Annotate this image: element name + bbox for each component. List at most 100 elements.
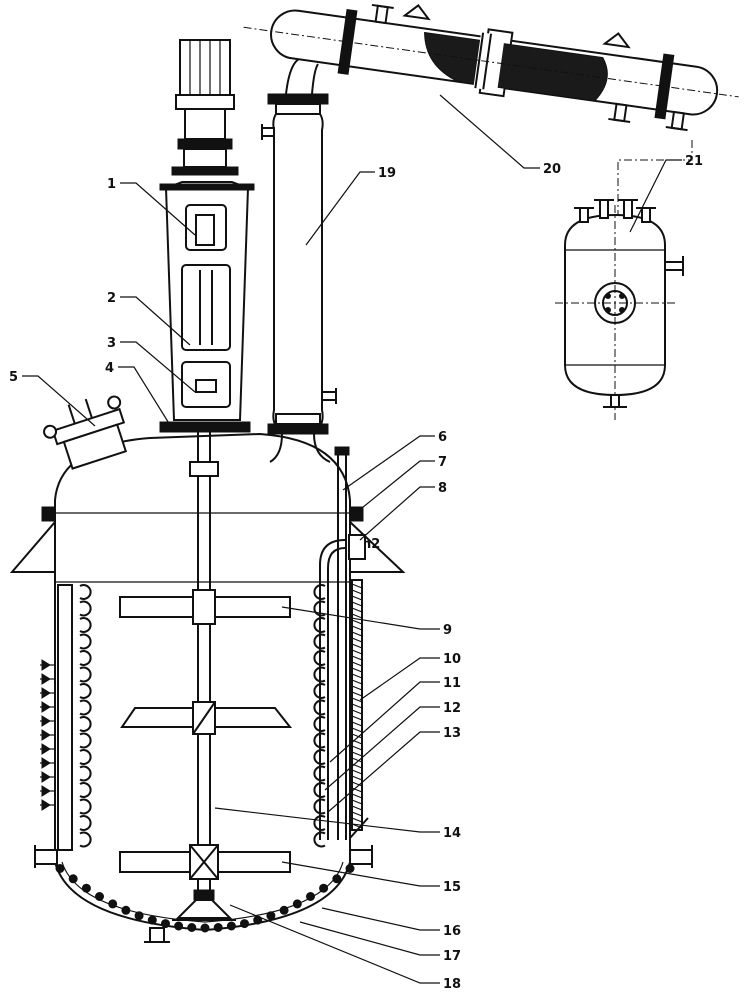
valve-icon — [41, 771, 51, 783]
part-label-16: 16 — [443, 924, 461, 939]
half-pipe-dot — [174, 921, 184, 931]
hatch-line — [351, 721, 363, 727]
part-label-20: 20 — [543, 162, 561, 177]
coil-turn — [313, 798, 326, 815]
part-label-17: 17 — [443, 949, 461, 964]
reflux-column — [261, 57, 337, 463]
hatch-line — [351, 643, 363, 649]
half-pipe-dot — [306, 892, 315, 901]
half-pipe-dot — [81, 883, 91, 893]
hatch-line — [351, 811, 363, 817]
valve-icon — [41, 715, 51, 727]
heating-coil-right — [313, 584, 326, 848]
part-label-10: 10 — [443, 652, 461, 667]
manhole — [43, 395, 128, 470]
half-pipe-dot — [187, 923, 197, 932]
valve-icon — [41, 673, 51, 685]
hatch-line — [351, 745, 363, 751]
half-pipe-dot — [226, 921, 236, 931]
hatch-line — [351, 697, 363, 703]
hatch-line — [351, 625, 363, 631]
hatch-line — [351, 709, 363, 715]
right-jacket-coils — [313, 446, 373, 868]
hatch-line — [351, 619, 363, 625]
part-label-11: 11 — [443, 676, 461, 691]
part-labels: 1 2 3 4 5 6 7 8 9 10 11 12 13 14 15 16 1… — [9, 154, 703, 992]
coil-turn — [79, 617, 92, 633]
part-label-9: 9 — [443, 623, 452, 638]
coil-turn — [79, 584, 92, 600]
half-pipe-dot — [332, 874, 342, 884]
coil-turn — [313, 650, 326, 666]
agitator — [119, 425, 293, 921]
left-jacket-coils — [34, 584, 92, 868]
valve-bank-left — [40, 659, 55, 811]
hatch-line — [351, 679, 363, 685]
label-n2: n2 — [362, 537, 380, 552]
valve-icon — [41, 729, 51, 741]
coil-turn — [79, 683, 92, 699]
coil-turn — [79, 716, 92, 732]
drive-assembly — [159, 39, 255, 433]
coil-turn — [313, 716, 326, 732]
coil-turn — [313, 765, 326, 782]
half-pipe-dot — [147, 915, 157, 925]
half-pipe-dot — [134, 911, 144, 921]
half-pipe-dot — [240, 919, 249, 929]
hatch-line — [351, 715, 363, 721]
coil-turn — [79, 749, 92, 765]
hatch-line — [351, 751, 363, 757]
valve-icon — [41, 743, 51, 755]
half-pipe-dot — [68, 874, 78, 884]
hatch-line — [351, 781, 363, 787]
part-label-21: 21 — [685, 154, 703, 169]
coil-turn — [79, 699, 92, 716]
half-pipe-dot — [161, 919, 170, 929]
coil-turn — [313, 683, 326, 699]
part-label-1: 1 — [107, 177, 116, 192]
hatch-line — [351, 661, 363, 667]
coil-turn — [79, 782, 92, 798]
hatch-line — [351, 757, 363, 763]
part-label-4: 4 — [105, 361, 114, 376]
hatch-line — [351, 733, 363, 739]
hatch-line — [351, 703, 363, 709]
coil-turn — [79, 765, 92, 782]
hatch-line — [351, 793, 363, 799]
hatch-line — [351, 583, 363, 589]
hatch-line — [351, 685, 363, 691]
part-label-13: 13 — [443, 726, 461, 741]
hatch-line — [351, 607, 363, 613]
valve-icon — [41, 757, 51, 769]
coil-turn — [313, 666, 326, 683]
heating-coil-left — [79, 584, 92, 848]
valve-icon — [41, 799, 51, 811]
coil-turn — [313, 782, 326, 798]
bottom-outlet — [144, 927, 170, 943]
half-pipe-dot — [121, 905, 131, 915]
coil-turn — [313, 633, 326, 650]
hatch-line — [351, 691, 363, 697]
part-label-3: 3 — [107, 336, 116, 351]
half-pipe-dot — [108, 899, 118, 909]
hatch-line — [351, 805, 363, 811]
half-pipe-dot — [55, 864, 65, 873]
half-pipe-dot — [213, 923, 223, 932]
coil-turn — [79, 732, 92, 749]
part-label-18: 18 — [443, 977, 461, 992]
part-label-8: 8 — [438, 481, 447, 496]
coil-turn — [79, 798, 92, 815]
hatch-line — [351, 817, 363, 823]
coil-turn — [313, 815, 326, 831]
half-pipe-dot — [319, 883, 329, 893]
hatch-line — [351, 589, 363, 595]
half-pipe-dot — [95, 892, 104, 901]
half-pipe-dot — [200, 923, 210, 933]
hatch-line — [351, 595, 363, 601]
coil-turn — [79, 633, 92, 650]
hatch-line — [351, 649, 363, 655]
coil-turn — [313, 749, 326, 765]
hatch-line — [351, 775, 363, 781]
